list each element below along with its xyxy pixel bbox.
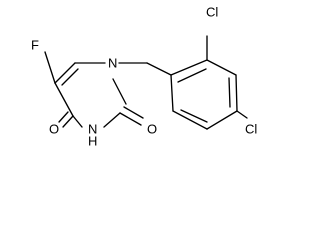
bond-c4-c5 — [54, 82, 74, 117]
bond-c6-c1 — [170, 74, 174, 112]
bond-c2-o — [119, 112, 142, 126]
atom-carbonyl-oxygen-left: O — [49, 121, 59, 136]
bond-c4-c5 — [206, 110, 238, 130]
bond-c5-c6-double — [61, 68, 79, 86]
bond-c2-o-double — [123, 106, 144, 119]
bond-c5-c6-double — [180, 109, 208, 123]
bond-n1-c2 — [112, 78, 127, 105]
bond-c3-c4-double — [228, 77, 231, 108]
atom-ring-nitrogen: N — [108, 55, 117, 70]
bond-c5-c6 — [172, 110, 208, 130]
bond-c1-c2-double — [177, 68, 207, 83]
atom-fluorine: F — [31, 37, 39, 52]
bond-c2-c3 — [206, 59, 237, 76]
benzene-ring — [146, 59, 238, 130]
bond-c4-o-double — [58, 111, 69, 123]
atom-chlorine-top: Cl — [206, 4, 218, 19]
bond-c5-c6 — [54, 62, 76, 84]
pyrimidine-ring — [54, 62, 127, 128]
bond-c5-f — [44, 51, 56, 84]
bond-c4-cl — [236, 110, 248, 119]
bond-c1-c2 — [170, 59, 208, 76]
chemical-structure: F N N H O O Cl Cl — [31, 4, 257, 148]
bond-c3-c4 — [235, 74, 238, 112]
chlorine-bonds — [206, 35, 248, 119]
atom-carbonyl-oxygen-right: O — [147, 121, 157, 136]
bond-c2-n3 — [103, 112, 121, 128]
bond-ch2-c1prime — [146, 62, 172, 76]
atom-chlorine-para: Cl — [245, 121, 257, 136]
atom-imide-nitrogen: N — [88, 121, 97, 136]
bond-n3-c4 — [72, 115, 83, 128]
atom-imide-hydrogen: H — [88, 133, 97, 148]
bond-c4-o — [62, 115, 74, 128]
pyrimidine-substituents — [44, 51, 148, 128]
